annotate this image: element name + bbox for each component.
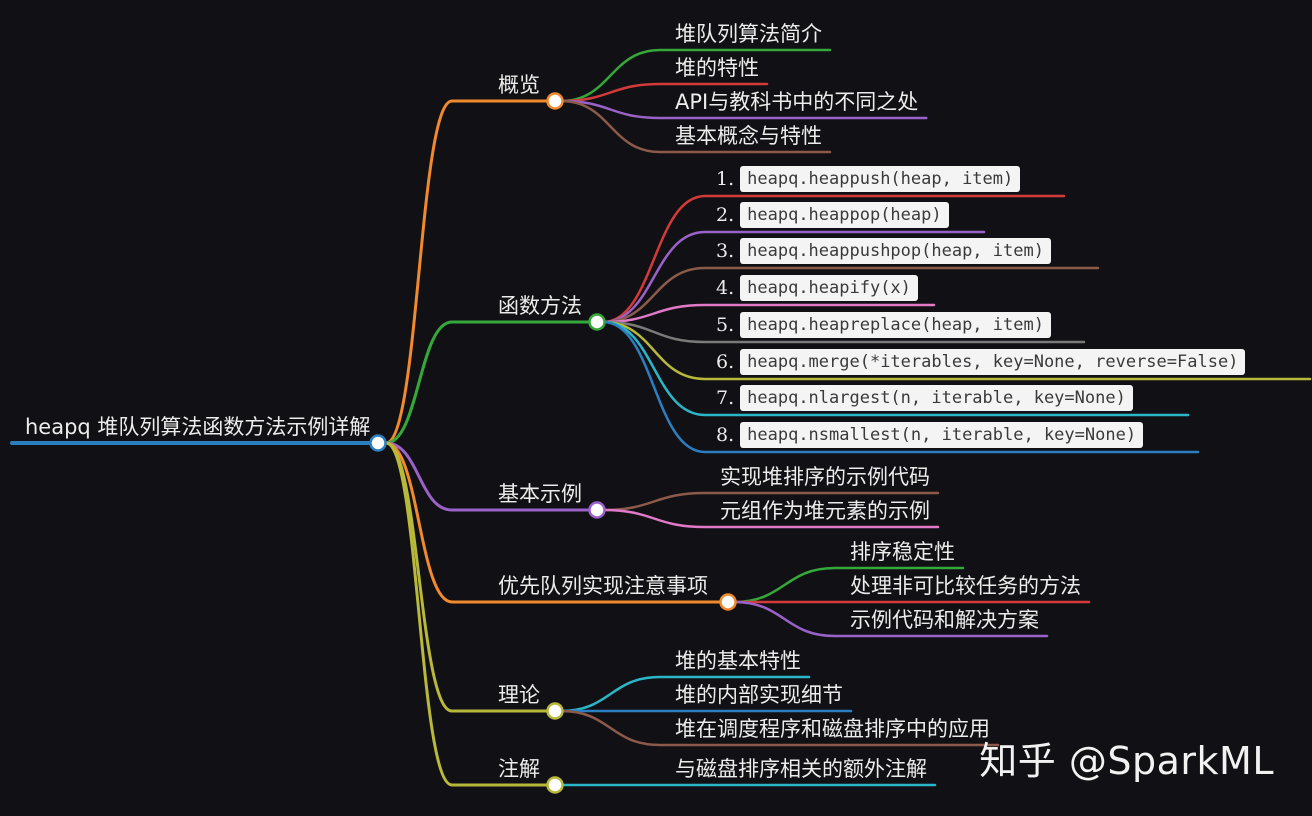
branch-label-4[interactable]: 理论: [498, 683, 540, 707]
child-label-0-1[interactable]: 堆的特性: [675, 56, 759, 80]
function-number: 3.: [716, 240, 735, 262]
child-label-2-0[interactable]: 实现堆排序的示例代码: [720, 465, 930, 489]
branch-connector-5: [384, 441, 557, 787]
child-label-3-0[interactable]: 排序稳定性: [850, 540, 955, 564]
branch-label-5[interactable]: 注解: [498, 757, 540, 781]
child-connector-1-0: [601, 194, 1066, 324]
function-item-3[interactable]: 4.heapq.heapify(x): [716, 275, 918, 301]
child-connector-4-0: [559, 675, 811, 713]
child-connector-1-6: [601, 320, 1190, 417]
child-connector-2-0: [601, 491, 940, 512]
child-connector-3-0: [732, 566, 965, 604]
function-signature-chip: heapq.heapify(x): [740, 275, 918, 301]
function-number: 2.: [716, 204, 735, 226]
branch-node-5[interactable]: [546, 776, 564, 794]
root-label[interactable]: heapq 堆队列算法函数方法示例详解: [25, 415, 371, 439]
child-label-3-1[interactable]: 处理非可比较任务的方法: [850, 574, 1081, 598]
function-item-2[interactable]: 3.heapq.heappushpop(heap, item): [716, 238, 1051, 264]
function-number: 7.: [716, 387, 735, 409]
child-label-0-3[interactable]: 基本概念与特性: [675, 124, 822, 148]
child-label-4-0[interactable]: 堆的基本特性: [675, 649, 801, 673]
child-connector-1-2: [601, 266, 1100, 324]
child-label-0-2[interactable]: API与教科书中的不同之处: [675, 90, 919, 114]
function-item-7[interactable]: 8.heapq.nsmallest(n, iterable, key=None): [716, 422, 1144, 448]
child-connector-3-2: [732, 600, 1049, 638]
function-signature-chip: heapq.heappushpop(heap, item): [740, 238, 1051, 264]
branch-connector-0: [384, 99, 557, 445]
child-connector-1-5: [601, 320, 1312, 381]
function-number: 1.: [716, 168, 735, 190]
branch-node-4[interactable]: [546, 702, 564, 720]
function-signature-chip: heapq.heappush(heap, item): [740, 166, 1021, 192]
branch-label-0[interactable]: 概览: [498, 73, 540, 97]
function-signature-chip: heapq.heappop(heap): [740, 202, 949, 228]
function-item-5[interactable]: 6.heapq.merge(*iterables, key=None, reve…: [716, 349, 1246, 375]
branch-node-3[interactable]: [719, 593, 737, 611]
branch-label-1[interactable]: 函数方法: [498, 294, 582, 318]
function-signature-chip: heapq.heapreplace(heap, item): [740, 312, 1051, 338]
child-connector-0-3: [559, 99, 832, 154]
child-connector-1-1: [601, 230, 986, 324]
child-label-0-0[interactable]: 堆队列算法简介: [675, 22, 822, 46]
function-item-0[interactable]: 1.heapq.heappush(heap, item): [716, 166, 1021, 192]
function-item-1[interactable]: 2.heapq.heappop(heap): [716, 202, 949, 228]
child-label-2-1[interactable]: 元组作为堆元素的示例: [720, 499, 930, 523]
branch-node-2[interactable]: [588, 501, 606, 519]
branch-label-2[interactable]: 基本示例: [498, 482, 582, 506]
child-connector-1-7: [601, 320, 1200, 454]
branch-label-3[interactable]: 优先队列实现注意事项: [498, 574, 708, 598]
child-label-4-2[interactable]: 堆在调度程序和磁盘排序中的应用: [675, 717, 990, 741]
function-number: 8.: [716, 424, 735, 446]
child-label-4-1[interactable]: 堆的内部实现细节: [675, 683, 843, 707]
child-label-5-0[interactable]: 与磁盘排序相关的额外注解: [675, 757, 927, 781]
child-connector-4-2: [559, 709, 1000, 747]
watermark: 知乎 @SparkML: [979, 739, 1274, 783]
function-signature-chip: heapq.merge(*iterables, key=None, revers…: [740, 349, 1246, 375]
function-number: 5.: [716, 314, 735, 336]
root-node[interactable]: [369, 434, 387, 452]
function-signature-chip: heapq.nsmallest(n, iterable, key=None): [740, 422, 1144, 448]
branch-connector-3: [384, 441, 730, 604]
function-item-6[interactable]: 7.heapq.nlargest(n, iterable, key=None): [716, 385, 1133, 411]
child-connector-1-3: [601, 303, 936, 324]
function-number: 6.: [716, 351, 735, 373]
function-item-4[interactable]: 5.heapq.heapreplace(heap, item): [716, 312, 1051, 338]
child-connector-2-1: [601, 508, 940, 529]
branch-connector-2: [384, 441, 599, 512]
function-number: 4.: [716, 277, 735, 299]
child-connector-1-4: [601, 320, 1086, 344]
branch-connector-1: [384, 320, 599, 445]
child-connector-0-0: [559, 48, 832, 103]
branch-node-0[interactable]: [546, 92, 564, 110]
child-connector-0-1: [559, 82, 769, 103]
function-signature-chip: heapq.nlargest(n, iterable, key=None): [740, 385, 1133, 411]
branch-node-1[interactable]: [588, 313, 606, 331]
child-label-3-2[interactable]: 示例代码和解决方案: [850, 608, 1039, 632]
